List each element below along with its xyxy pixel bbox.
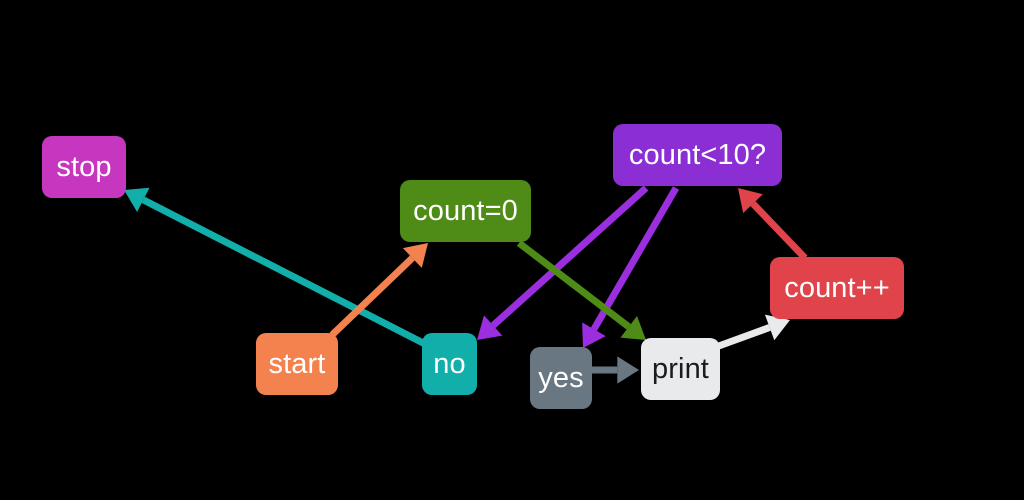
edge-countpp-to-cond bbox=[738, 188, 808, 261]
edge-line bbox=[590, 186, 680, 331]
node-count0[interactable]: count=0 bbox=[400, 180, 531, 242]
node-print[interactable]: print bbox=[641, 338, 720, 400]
edge-cond-to-yes bbox=[582, 186, 680, 348]
edge-print-to-countpp bbox=[714, 314, 790, 351]
edge-line bbox=[490, 185, 649, 329]
edge-line bbox=[141, 196, 429, 349]
node-countpp[interactable]: count++ bbox=[770, 257, 904, 319]
arrowhead-icon bbox=[617, 356, 639, 384]
edge-no-to-stop bbox=[124, 187, 429, 349]
arrowhead-icon bbox=[124, 187, 150, 213]
edge-line bbox=[329, 255, 415, 338]
node-yes[interactable]: yes bbox=[530, 347, 592, 409]
edge-start-to-count0 bbox=[329, 243, 428, 338]
node-no[interactable]: no bbox=[422, 333, 477, 395]
node-start[interactable]: start bbox=[256, 333, 338, 395]
arrowhead-icon bbox=[620, 315, 646, 340]
arrowhead-icon bbox=[582, 322, 606, 348]
edge-line bbox=[750, 201, 808, 261]
node-cond[interactable]: count<10? bbox=[613, 124, 782, 186]
edge-cond-to-no bbox=[477, 185, 649, 340]
node-stop[interactable]: stop bbox=[42, 136, 126, 198]
arrowhead-icon bbox=[477, 315, 503, 340]
edge-line bbox=[516, 240, 631, 330]
edge-yes-to-print bbox=[592, 356, 639, 384]
arrowhead-icon bbox=[764, 314, 790, 341]
arrowhead-icon bbox=[402, 243, 428, 268]
arrowhead-icon bbox=[738, 188, 763, 214]
edge-line bbox=[714, 324, 771, 351]
edge-count0-to-print bbox=[516, 240, 646, 340]
